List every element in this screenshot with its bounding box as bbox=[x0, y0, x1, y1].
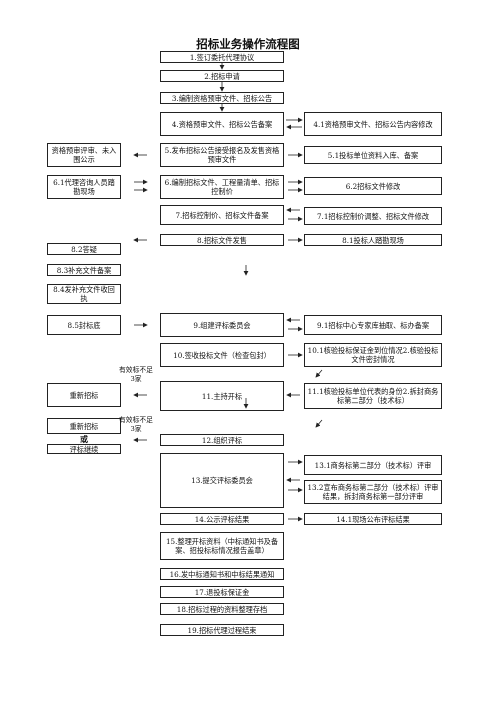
step-7-1-box: 7.1招标控制价调整、招标文件修改 bbox=[304, 207, 442, 225]
step-9-1-box: 9.1招标中心专家库抽取、标办备案 bbox=[304, 315, 442, 335]
continue-evaluation-box: 评标继续 bbox=[47, 444, 121, 454]
step-2-box: 2.招标申请 bbox=[160, 70, 284, 82]
step-5-1-box: 5.1投标单位资料入库、备案 bbox=[304, 146, 442, 164]
insufficient-bids-note-1: 有效标不足3家 bbox=[119, 366, 153, 383]
step-17-box: 17.退投标保证金 bbox=[160, 586, 284, 598]
step-6-1-box: 6.1代理咨询人员踏勘现场 bbox=[47, 175, 121, 199]
step-8-3-box: 8.3补充文件备案 bbox=[47, 264, 121, 276]
step-16-box: 16.发中标通知书和中标结果通知 bbox=[160, 568, 284, 580]
page-title: 招标业务操作流程图 bbox=[196, 37, 300, 51]
step-10-1-box: 10.1核验投标保证金到位情况2.核验投标文件密封情况 bbox=[304, 343, 442, 367]
rebid-box-1: 重新招标 bbox=[47, 383, 121, 407]
step-8-4-box: 8.4发补充文件收回执 bbox=[47, 284, 121, 304]
step-6-2-box: 6.2招标文件修改 bbox=[304, 177, 442, 195]
step-8-1-box: 8.1投标人踏勘现场 bbox=[304, 234, 442, 246]
step-7-box: 7.招标控制价、招标文件备案 bbox=[160, 205, 284, 225]
step-4-1-box: 4.1资格预审文件、招标公告内容修改 bbox=[304, 112, 442, 136]
step-5-box: 5.发布招标公告接受报名及发售资格预审文件 bbox=[160, 143, 284, 167]
step-1-box: 1.签订委托代理协议 bbox=[160, 51, 284, 63]
insufficient-bids-note-2: 有效标不足3家 bbox=[119, 416, 153, 433]
step-15-box: 15.整理开标资料（中标通知书及备案、招投标标情况报告盖章） bbox=[160, 532, 284, 560]
step-18-box: 18.招标过程的资料整理存档 bbox=[160, 603, 284, 615]
step-13-2-box: 13.2宣布商务标第二部分（技术标）评审结果，拆封商务标第一部分评审 bbox=[304, 480, 442, 504]
step-8-box: 8.招标文件发售 bbox=[160, 234, 284, 246]
step-3-box: 3.编制资格预审文件、招标公告 bbox=[160, 92, 284, 104]
step-11-1-box: 11.1核验投标单位代表的身份2.拆封商务标第二部分（技术标） bbox=[304, 383, 442, 409]
step-19-box: 19.招标代理过程结束 bbox=[160, 624, 284, 636]
step-9-box: 9.组建评标委员会 bbox=[160, 313, 284, 337]
step-4-box: 4.资格预审文件、招标公告备案 bbox=[160, 112, 284, 136]
step-11-box: 11.主持开标 bbox=[160, 381, 284, 411]
step-10-box: 10.签收投标文件（检查包封） bbox=[160, 343, 284, 367]
arrow-11-diag bbox=[315, 419, 323, 428]
step-12-box: 12.组织评标 bbox=[160, 434, 284, 446]
arrow-10-diag bbox=[315, 369, 323, 378]
step-6-box: 6.编制招标文件、工程量清单、招标控制价 bbox=[160, 175, 284, 199]
step-14-box: 14.公示评标结果 bbox=[160, 513, 284, 525]
step-13-1-box: 13.1商务标第二部分（技术标）评审 bbox=[304, 455, 442, 475]
step-14-1-box: 14.1现场公布评标结果 bbox=[304, 513, 442, 525]
or-label: 或 bbox=[80, 434, 88, 444]
step-8-5-box: 8.5封标底 bbox=[47, 315, 121, 335]
prequal-result-box: 资格预审评审、未入围公示 bbox=[47, 143, 121, 167]
step-8-2-box: 8.2答疑 bbox=[47, 243, 121, 255]
step-13-box: 13.提交评标委员会 bbox=[160, 453, 284, 508]
rebid-box-2: 重新招标 bbox=[47, 418, 121, 434]
